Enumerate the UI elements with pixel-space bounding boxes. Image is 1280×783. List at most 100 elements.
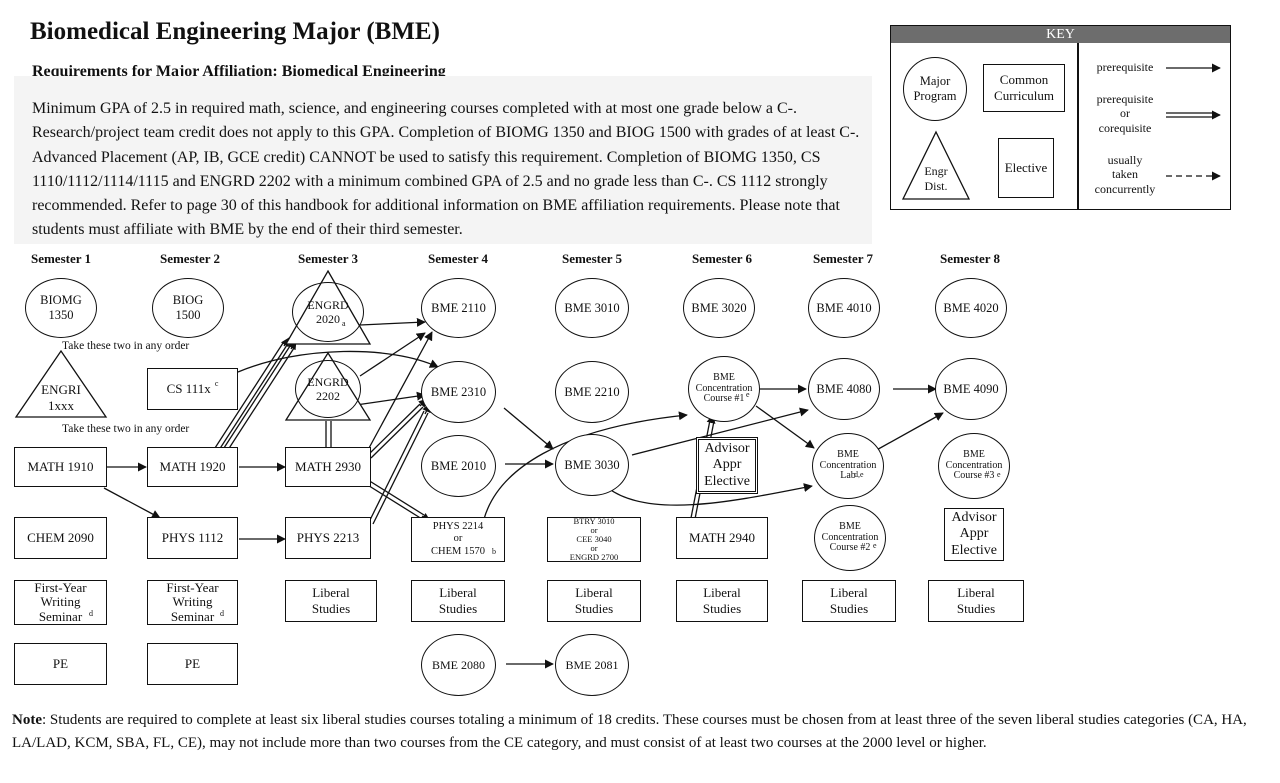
course-btry3010-cee3040-engrd2700: BTRY 3010 or CEE 3040 or ENGRD 2700: [547, 517, 641, 562]
course-pe-sem2: PE: [147, 643, 238, 685]
arrow-math2930-phys2214: [365, 479, 431, 522]
arrow-conc1-lab: [755, 405, 815, 449]
requirements-heading: Requirements for Major Affiliation: Biom…: [32, 63, 446, 80]
key-concurrent-label: usually taken concurrently: [1094, 153, 1156, 196]
arrow-bme3030-lab: [607, 483, 813, 506]
fws-label: First-Year Writing Seminar: [34, 580, 87, 624]
conc2-label: BME Concentration Course #2: [821, 521, 879, 554]
arrow-engrd2202-bme2310: [355, 391, 426, 406]
footnote-d: d: [89, 609, 93, 618]
course-bme2110: BME 2110: [421, 278, 496, 338]
legend-key: KEY Major Program Common Curriculum Engr…: [890, 25, 1231, 210]
course-bme4020: BME 4020: [935, 278, 1007, 338]
key-prerequisite-label: prerequisite: [1096, 60, 1154, 74]
arrow-phys2214-conc1: [483, 411, 688, 520]
semester-header-3: Semester 3: [297, 251, 359, 266]
course-phys1112: PHYS 1112: [147, 517, 238, 559]
semester-header-8: Semester 8: [939, 251, 1001, 266]
course-bme4090: BME 4090: [935, 358, 1007, 420]
key-title: KEY: [891, 26, 1230, 43]
course-chem2090: CHEM 2090: [14, 517, 107, 559]
arrow-engrd2020-bme2110: [359, 317, 426, 327]
course-bme2010: BME 2010: [421, 435, 496, 497]
footnote-e: e: [873, 541, 877, 550]
cs111x-label: CS 111x: [166, 381, 211, 397]
arrow-math2930-bme2110: [368, 331, 433, 449]
key-divider: [1077, 43, 1079, 209]
arrow-bme3030-bme4080: [631, 407, 809, 456]
key-elective: Elective: [998, 138, 1054, 198]
course-bme2210: BME 2210: [555, 361, 629, 423]
caption-any-order-1: Take these two in any order: [62, 340, 190, 352]
course-bme2081: BME 2081: [555, 634, 629, 696]
course-bme3010: BME 3010: [555, 278, 629, 338]
conc3-label: BME Concentration Course #3: [945, 449, 1003, 482]
note-label: Note: [12, 712, 42, 728]
link-engrd2202-math2930: [325, 421, 332, 448]
note-text: : Students are required to complete at l…: [12, 712, 1247, 751]
footer-note: Note: Students are required to complete …: [12, 709, 1274, 754]
course-bme3020: BME 3020: [683, 278, 755, 338]
course-bme2080: BME 2080: [421, 634, 496, 696]
semester-header-7: Semester 7: [812, 251, 874, 266]
course-bme4080: BME 4080: [808, 358, 880, 420]
footnote-c: c: [214, 379, 219, 389]
key-engr-dist: Engr Dist.: [901, 130, 971, 201]
lab-label: BME Concentration Lab: [819, 449, 877, 482]
course-biog1500: BIOG 1500: [152, 278, 224, 338]
conc1-label: BME Concentration Course #1: [695, 372, 753, 405]
course-biomg1350: BIOMG 1350: [25, 278, 97, 338]
fws-label: First-Year Writing Seminar: [166, 580, 219, 624]
arrow-math2930-bme2310: [367, 398, 428, 459]
arrow-math1910-phys1112: [103, 487, 161, 519]
arrow-lab-bme4090: [872, 412, 944, 453]
requirements-panel: [14, 76, 872, 244]
course-advisor-appr-elective-sem6: Advisor Appr Elective: [696, 437, 758, 494]
key-major-program: Major Program: [903, 57, 967, 121]
course-advisor-appr-elective-sem8: Advisor Appr Elective: [944, 508, 1004, 561]
course-liberal-studies-sem3: Liberal Studies: [285, 580, 377, 622]
footnote-e: e: [997, 470, 1001, 479]
key-prereq-or-coreq-label: prerequisite or corequisite: [1096, 92, 1154, 135]
semester-header-4: Semester 4: [427, 251, 489, 266]
requirements-text: Minimum GPA of 2.5 in required math, sci…: [32, 100, 860, 239]
course-pe-sem1: PE: [14, 643, 107, 685]
semester-header-5: Semester 5: [561, 251, 623, 266]
course-liberal-studies-sem5: Liberal Studies: [547, 580, 641, 622]
course-math2930: MATH 2930: [285, 447, 371, 487]
course-engrd2202: ENGRD 2202: [295, 360, 361, 418]
phys2214-label: PHYS 2214 or CHEM 1570: [431, 521, 485, 557]
footnote-de: d,e: [854, 470, 864, 479]
course-liberal-studies-sem7: Liberal Studies: [802, 580, 896, 622]
course-phys2213: PHYS 2213: [285, 517, 371, 559]
course-math1910: MATH 1910: [14, 447, 107, 487]
course-liberal-studies-sem8: Liberal Studies: [928, 580, 1024, 622]
course-math2940: MATH 2940: [676, 517, 768, 559]
key-common-curriculum: Common Curriculum: [983, 64, 1065, 112]
course-liberal-studies-sem6: Liberal Studies: [676, 580, 768, 622]
semester-header-6: Semester 6: [691, 251, 753, 266]
course-bme2310: BME 2310: [421, 361, 496, 423]
arrow-bme2310-bme3030: [503, 407, 554, 450]
engrd2020-label: ENGRD 2020: [307, 297, 349, 326]
caption-any-order-2: Take these two in any order: [62, 423, 190, 435]
footnote-e: e: [746, 390, 750, 399]
footnote-d: d: [220, 609, 224, 618]
course-math1920: MATH 1920: [147, 447, 238, 487]
course-bme3030: BME 3030: [555, 434, 629, 496]
page-title: Biomedical Engineering Major (BME): [30, 18, 440, 45]
footnote-a: a: [342, 319, 346, 328]
course-liberal-studies-sem4: Liberal Studies: [411, 580, 505, 622]
key-double-arrow: [1166, 110, 1221, 120]
course-engri-1xxx: ENGRI 1xxx: [14, 349, 108, 418]
semester-header-2: Semester 2: [159, 251, 221, 266]
semester-header-1: Semester 1: [30, 251, 92, 266]
footnote-b: b: [492, 547, 496, 556]
